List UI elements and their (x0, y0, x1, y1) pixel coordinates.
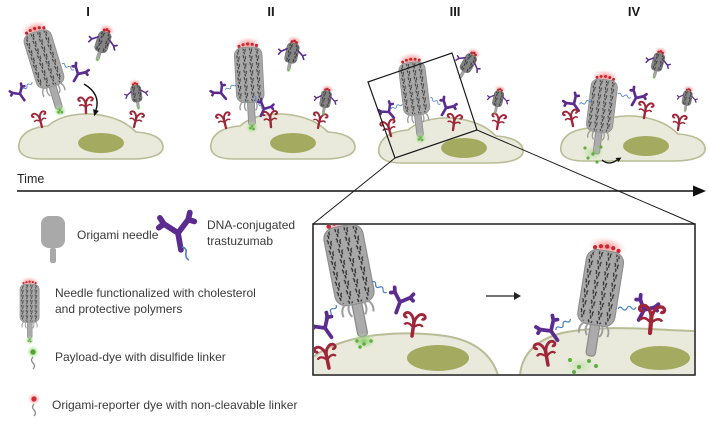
origami-needle-icon (41, 216, 65, 263)
legend-label: DNA-conjugated (207, 218, 295, 232)
cell-nucleus (78, 133, 124, 153)
her2-receptor-icon (77, 95, 95, 115)
her2-receptor-icon (669, 113, 689, 133)
dna-linker (429, 96, 442, 106)
payload-dye-glow (351, 333, 377, 349)
legend-label: and protective polymers (55, 302, 182, 316)
functionalized-needle-icon (18, 276, 41, 345)
functionalized-needle (17, 16, 75, 120)
legend-label: Origami-reporter dye with non-cleavable … (52, 398, 297, 412)
panel-ii-label: II (267, 4, 274, 19)
panel-i-label: I (86, 4, 90, 19)
trastuzumab-antibody (208, 80, 234, 106)
release-arrow (601, 157, 622, 164)
tumor-cell (17, 113, 164, 160)
her2-receptor-icon (561, 108, 582, 129)
trastuzumab-antibody (433, 94, 460, 121)
legend-label: Origami needle (77, 228, 159, 242)
time-axis-arrowhead-icon (693, 185, 706, 197)
small-needle (122, 76, 151, 113)
inset-content (314, 225, 694, 374)
payload-dye-icon (26, 345, 40, 370)
small-needle (273, 32, 310, 77)
cell-nucleus (270, 133, 316, 153)
inset-docked-scene (314, 225, 499, 374)
zoom-connector-line (312, 157, 396, 225)
trastuzumab-icon (157, 212, 199, 261)
legend-item-reporter-dye: Origami-reporter dye with non-cleavable … (27, 392, 297, 417)
small-needle (674, 82, 701, 115)
trastuzumab-antibody (65, 60, 92, 87)
inset-released-scene (519, 232, 694, 374)
panel-iii-label: III (450, 4, 461, 19)
legend-item-trastuzumab: DNA-conjugated trastuzumab (157, 212, 295, 261)
legend: Origami needle DNA-conjugated trastuzuma… (18, 212, 297, 417)
time-axis-label: Time (17, 172, 44, 186)
small-needle (640, 42, 675, 84)
transition-arrow (486, 292, 521, 300)
tumor-cell (559, 115, 706, 162)
cell-nucleus (441, 138, 487, 158)
panel-iv-label: IV (628, 4, 641, 19)
panel-iv: IV (559, 4, 706, 164)
her2-receptor-icon (489, 111, 508, 132)
released-payload-dots (581, 145, 605, 164)
zoom-connector-line (476, 129, 696, 225)
tumor-cell (209, 113, 356, 160)
approach-arrow (83, 83, 99, 117)
reporter-dye-icon (27, 392, 41, 417)
time-axis: Time (17, 172, 706, 197)
cell-nucleus (623, 136, 669, 156)
panel-ii: II (208, 4, 356, 160)
small-needle (446, 41, 489, 87)
legend-item-origami-needle: Origami needle (41, 216, 159, 263)
tumor-cell (377, 117, 524, 164)
cell-nucleus (407, 345, 469, 371)
legend-item-functionalized-needle: Needle functionalized with cholesterol a… (18, 276, 256, 345)
trastuzumab-antibody (7, 81, 33, 107)
released-payload-dots (564, 357, 598, 374)
legend-label: Needle functionalized with cholesterol (55, 286, 256, 300)
panel-iii: III (367, 4, 524, 164)
legend-label: Payload-dye with disulfide linker (55, 350, 226, 364)
panel-i: I (7, 4, 164, 160)
small-needle (81, 19, 124, 68)
dna-linker (617, 92, 632, 100)
legend-item-payload-dye: Payload-dye with disulfide linker (26, 345, 226, 370)
small-needle (483, 82, 513, 118)
dna-linker (224, 82, 237, 92)
cell-nucleus (630, 346, 690, 370)
legend-label: trastuzumab (207, 234, 273, 248)
